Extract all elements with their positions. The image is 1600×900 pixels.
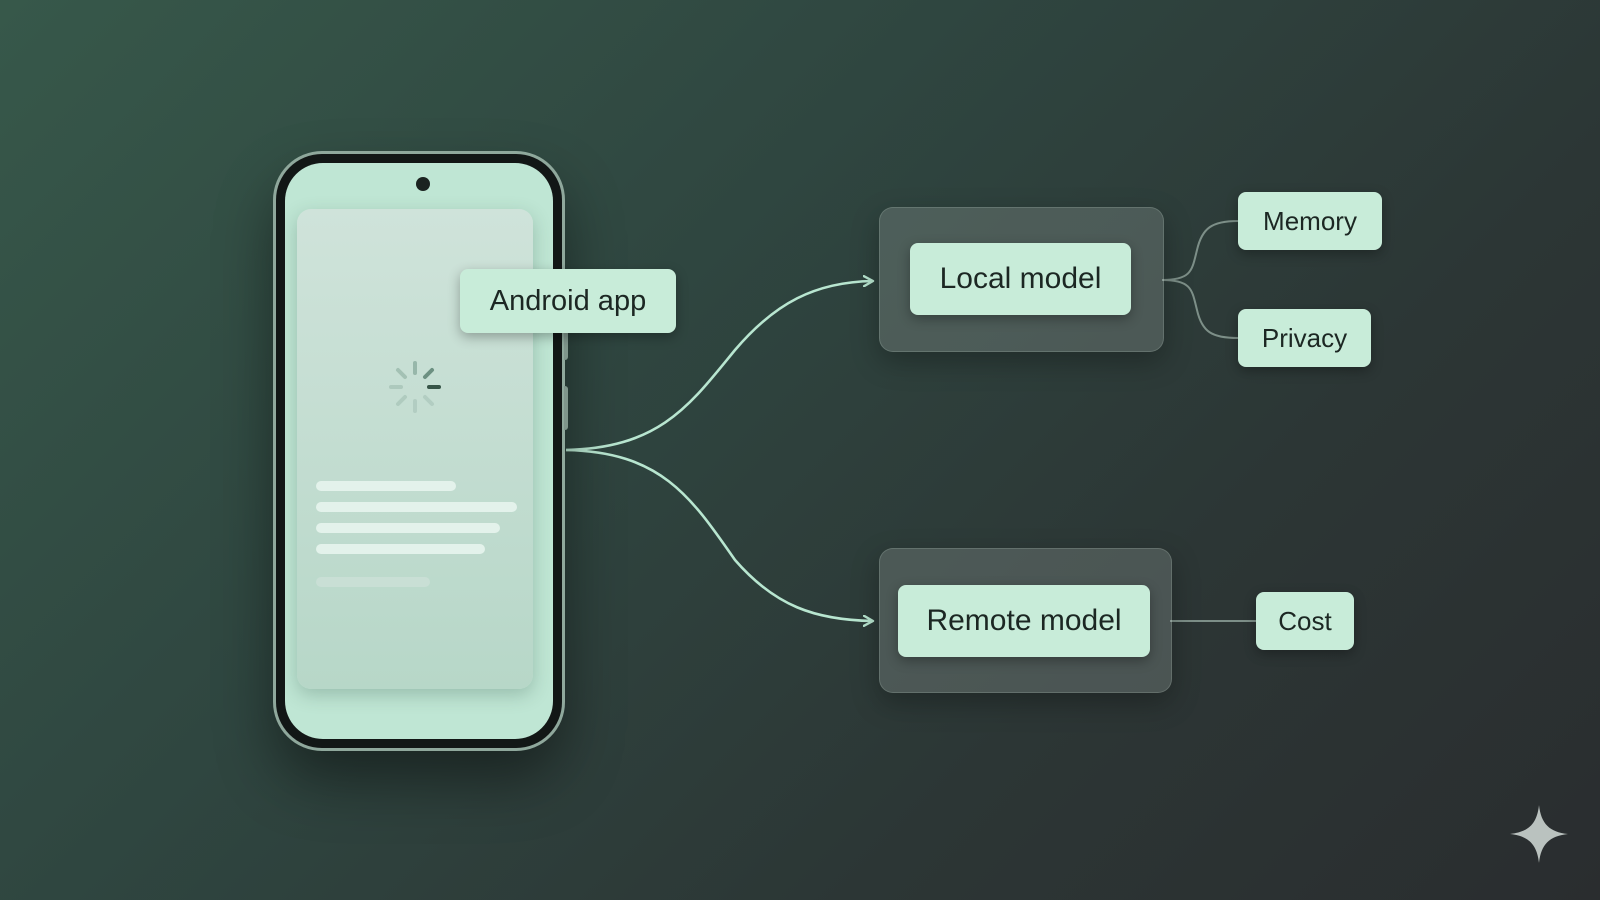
remote-model-label: Remote model — [898, 585, 1150, 657]
branch-to-memory — [1161, 220, 1239, 281]
sparkle-icon — [1510, 805, 1568, 863]
local-model-label: Local model — [910, 243, 1131, 315]
text-placeholder-line — [316, 502, 517, 512]
front-camera — [416, 177, 430, 191]
cost-label: Cost — [1256, 592, 1354, 650]
phone-screen — [285, 163, 553, 739]
privacy-label: Privacy — [1238, 309, 1371, 367]
arrow-to-local-model — [565, 281, 873, 452]
phone-mockup — [276, 154, 568, 748]
power-button — [564, 324, 568, 360]
branch-to-privacy — [1161, 279, 1239, 339]
text-placeholder-line — [316, 481, 456, 491]
volume-button — [564, 386, 568, 430]
spinner-icon — [389, 361, 441, 413]
text-placeholder-line — [316, 577, 430, 587]
arrow-to-remote-model — [565, 448, 873, 621]
memory-label: Memory — [1238, 192, 1382, 250]
text-placeholder-line — [316, 544, 485, 554]
android-app-label: Android app — [460, 269, 676, 333]
text-placeholder-line — [316, 523, 500, 533]
